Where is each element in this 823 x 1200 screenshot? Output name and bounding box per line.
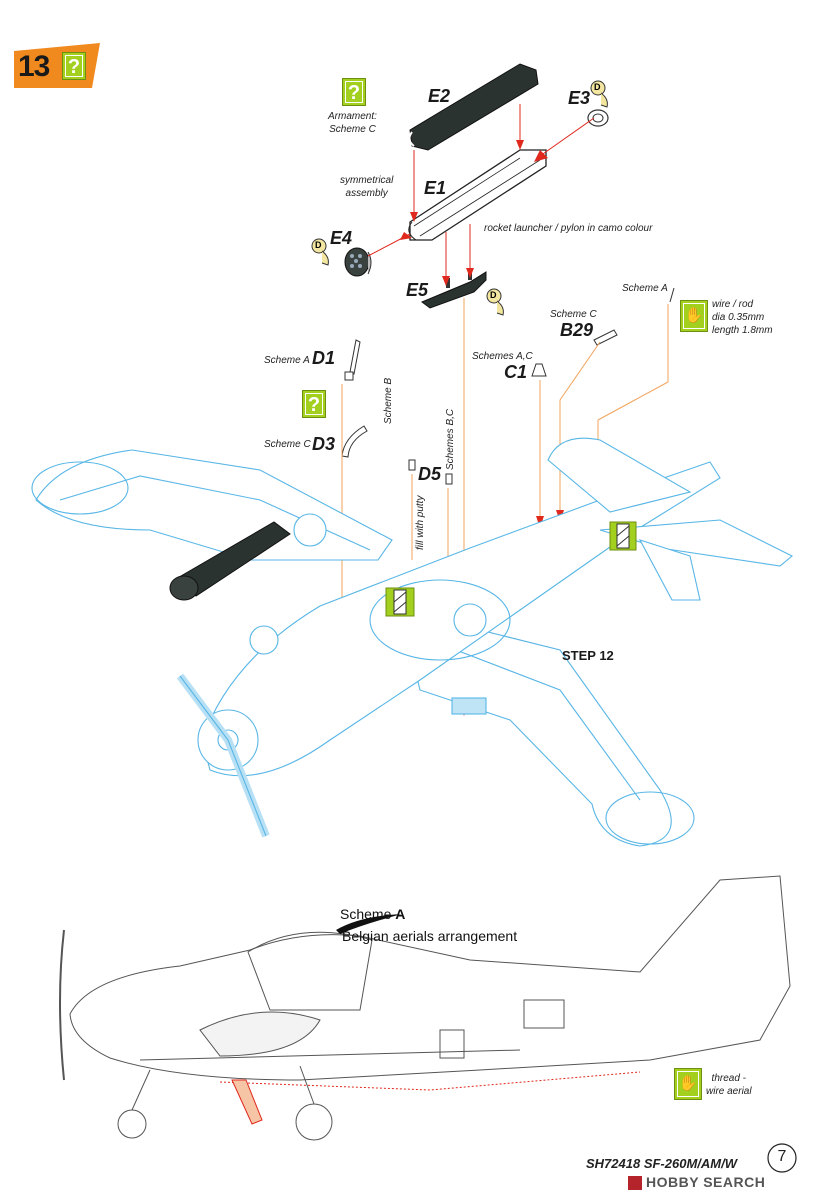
part-e3-ring [587,109,609,127]
wire-line2: dia 0.35mm [712,312,765,323]
part-e5-pylon [421,270,487,309]
fill-with-putty-note: fill with putty [415,495,426,550]
watermark-logo [628,1176,642,1190]
hand-icon: ✋ [677,1071,699,1097]
thread-line2: wire aerial [706,1086,752,1097]
part-e1-launcher [408,149,547,241]
watermark-text: HOBBY SEARCH [646,1174,766,1190]
wire-line3: length 1.8mm [712,325,773,336]
scheme-a-title-letter: A [395,906,406,922]
part-e2-shell [408,63,539,151]
step-number: 13 [18,50,50,83]
label-e2: E2 [428,86,451,106]
d-tag-letter-e5: D [490,290,497,300]
part-d5-b [408,459,416,471]
d3-info-box: ? [302,390,326,418]
part-c1 [531,363,547,377]
armament-info-box: ? [342,78,366,106]
label-d3: D3 [312,434,336,454]
label-d5: D5 [418,464,442,484]
armament-line2: Scheme C [329,124,376,135]
question-mark-icon: ? [345,81,363,104]
question-mark-icon: ? [305,393,323,416]
step12-label: STEP 12 [562,648,614,663]
airframe-side-view [59,875,791,1141]
page-number-circle [767,1143,797,1173]
d-sprue-tags [311,80,608,316]
wire-note: wire / rod dia 0.35mm length 1.8mm [712,298,773,337]
belgian-aerials-caption: Belgian aerials arrangement [342,928,518,944]
scheme-a-top-label: Scheme A [622,283,668,294]
label-e5: E5 [406,280,429,300]
symmetrical-line2: assembly [345,188,388,199]
part-b29 [593,329,618,346]
scheme-b-label: Scheme B [383,377,394,424]
symmetrical-line1: symmetrical [340,175,394,186]
airframe-top-view [31,437,793,847]
scheme-c-b29-label: Scheme C [550,309,597,320]
thread-hand-box: ✋ [674,1068,702,1100]
d-tag-letter-e3: D [594,82,601,92]
part-d1 [344,339,361,381]
d-tag-letter-e4: D [315,240,322,250]
scheme-a-title-prefix: Scheme [340,906,396,922]
part-wire [669,287,675,303]
part-d3 [341,425,368,458]
hand-icon: ✋ [683,303,705,329]
hand-tool-box: ✋ [680,300,708,332]
scheme-a-title: Scheme A [340,906,405,922]
label-d1: D1 [312,348,336,368]
thread-note: thread - wire aerial [706,1072,752,1098]
rocket-launcher-note: rocket launcher / pylon in camo colour [484,223,653,234]
mounted-rocket-pod [169,521,291,601]
page-number: 7 [777,1148,787,1165]
part-e4-rocket-face [344,247,372,277]
product-code: SH72418 SF-260M/AM/W [586,1156,737,1171]
part-d5-bc [445,473,453,485]
step-info-box: ? [62,52,86,80]
armament-note: Armament: Scheme C [328,110,377,136]
armament-line1: Armament: [328,111,377,122]
label-c1: C1 [504,362,528,382]
thread-line1: thread - [711,1073,747,1084]
label-b29: B29 [560,320,594,340]
label-e4: E4 [330,228,353,248]
question-mark-icon: ? [65,55,83,78]
symmetrical-note: symmetrical assembly [340,174,393,200]
scheme-c-d3-label: Scheme C [264,439,311,450]
label-e1: E1 [424,178,447,198]
wire-line1: wire / rod [712,299,754,310]
schemes-bc-label: Schemes B,C [445,408,456,470]
putty-markers [385,521,637,617]
scheme-a-swoosh [336,914,402,934]
schemes-ac-label: Schemes A,C [472,351,533,362]
label-e3: E3 [568,88,591,108]
scheme-a-d1-label: Scheme A [264,355,310,366]
